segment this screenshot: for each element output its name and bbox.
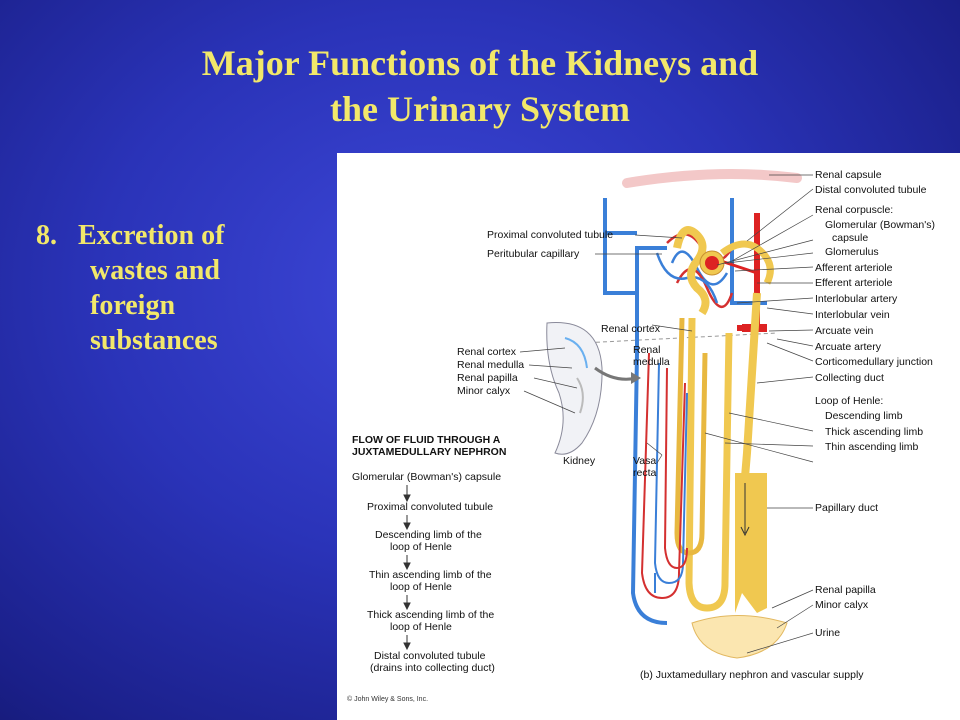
dct-shape xyxy=(719,240,774,285)
bullet-number: 8. xyxy=(36,220,57,251)
flow-arrows xyxy=(403,485,411,651)
label-minor-calyx: Minor calyx xyxy=(815,599,869,611)
bullet-line-1: 8. Excretion of xyxy=(36,218,336,253)
label-interlobular-artery: Interlobular artery xyxy=(815,293,898,305)
label-corticomedullary-junction: Corticomedullary junction xyxy=(815,356,933,368)
flow-heading-2: JUXTAMEDULLARY NEPHRON xyxy=(352,446,506,458)
label-distal-convoluted-tubule: Distal convoluted tubule xyxy=(815,184,927,196)
label-efferent-arteriole: Efferent arteriole xyxy=(815,277,893,289)
label-loop-of-henle: Loop of Henle: xyxy=(815,395,883,407)
flow-arrow-head xyxy=(740,526,750,537)
label-thick-ascending-limb: Thick ascending limb xyxy=(825,426,923,438)
label-renal-cortex-inset: Renal cortex xyxy=(457,346,517,358)
label-renal-capsule: Renal capsule xyxy=(815,169,882,181)
label-arcuate-vein: Arcuate vein xyxy=(815,325,874,337)
label-vasa-2: recta xyxy=(633,467,657,479)
flow-step-4b: loop of Henle xyxy=(390,581,452,593)
flow-step-4a: Thin ascending limb of the xyxy=(369,569,492,581)
label-kidney: Kidney xyxy=(563,455,596,467)
label-thin-ascending-limb: Thin ascending limb xyxy=(825,441,919,453)
renal-capsule-shape xyxy=(622,169,802,188)
copyright-text: © John Wiley & Sons, Inc. xyxy=(347,695,428,703)
minor-calyx-shape xyxy=(691,615,788,659)
papillary-duct-shape xyxy=(735,473,767,613)
bullet-line-4: substances xyxy=(90,325,218,356)
flow-heading-1: FLOW OF FLUID THROUGH A xyxy=(352,434,501,446)
label-minor-calyx-inset: Minor calyx xyxy=(457,385,511,397)
left-leader-lines xyxy=(519,234,693,464)
label-urine: Urine xyxy=(815,627,840,639)
flow-step-2: Proximal convoluted tubule xyxy=(367,501,493,513)
label-renal-medulla-big-1: Renal xyxy=(633,344,660,356)
flow-step-3b: loop of Henle xyxy=(390,541,452,553)
pct-shape xyxy=(673,226,710,316)
loop-of-henle-shape xyxy=(685,317,733,612)
label-arcuate-artery: Arcuate artery xyxy=(815,341,882,353)
bullet-line-3: foreign xyxy=(90,290,176,321)
right-leader-lines xyxy=(704,174,814,654)
label-descending-limb: Descending limb xyxy=(825,410,903,422)
label-renal-papilla: Renal papilla xyxy=(815,584,876,596)
flow-step-6a: Distal convoluted tubule xyxy=(374,650,486,662)
label-glomerulus: Glomerulus xyxy=(825,246,879,258)
glomerulus-shape xyxy=(705,256,719,270)
nephron-figure: Renal capsule Distal convoluted tubule R… xyxy=(337,153,960,720)
loop-inner-shape xyxy=(674,317,708,556)
flow-step-1: Glomerular (Bowman's) capsule xyxy=(352,471,501,483)
flow-step-3a: Descending limb of the xyxy=(375,529,482,541)
flow-step-5a: Thick ascending limb of the xyxy=(367,609,494,621)
label-renal-cortex-big: Renal cortex xyxy=(601,323,661,335)
flow-step-5b: loop of Henle xyxy=(390,621,452,633)
bullet-point: 8. Excretion of wastes and foreign substa… xyxy=(36,218,336,358)
label-pct: Proximal convoluted tubule xyxy=(487,229,613,241)
slide-title: Major Functions of the Kidneys and the U… xyxy=(0,40,960,132)
title-line-1: Major Functions of the Kidneys and xyxy=(201,43,759,83)
vein-branches xyxy=(605,231,667,293)
label-renal-corpuscle: Renal corpuscle: xyxy=(815,204,893,216)
kidney-inset-shape xyxy=(546,322,603,455)
title-line-2: the Urinary System xyxy=(330,89,630,129)
label-renal-medulla-inset: Renal medulla xyxy=(457,359,524,371)
label-afferent-arteriole: Afferent arteriole xyxy=(815,262,893,274)
label-vasa-1: Vasa xyxy=(633,455,656,467)
vein-left xyxy=(603,198,668,625)
label-capsule: capsule xyxy=(832,232,868,244)
label-glomerular-capsule: Glomerular (Bowman's) xyxy=(825,219,935,231)
label-peritubular-capillary: Peritubular capillary xyxy=(487,248,580,260)
corticomedullary-line xyxy=(581,332,778,344)
label-interlobular-vein: Interlobular vein xyxy=(815,309,890,321)
bullet-line-2: wastes and xyxy=(90,255,220,286)
bullet-text-1: Excretion of xyxy=(78,220,225,251)
vasa-recta-shape xyxy=(640,352,688,600)
flow-step-6b: (drains into collecting duct) xyxy=(370,662,495,674)
nephron-diagram: Renal capsule Distal convoluted tubule R… xyxy=(347,169,935,703)
label-papillary-duct: Papillary duct xyxy=(815,502,878,514)
label-renal-medulla-big-2: medulla xyxy=(633,356,670,368)
figure-caption: (b) Juxtamedullary nephron and vascular … xyxy=(640,669,864,681)
label-collecting-duct: Collecting duct xyxy=(815,372,884,384)
label-renal-papilla-inset: Renal papilla xyxy=(457,372,518,384)
inset-arrow-head xyxy=(631,372,641,384)
